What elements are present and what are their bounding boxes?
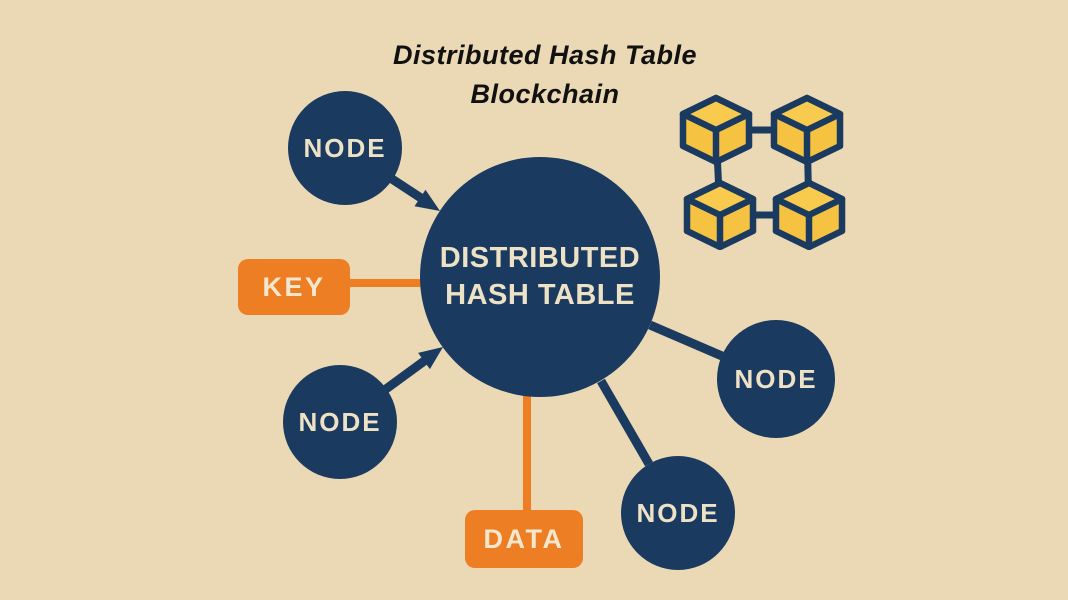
- arrowhead-bottom-left: [418, 347, 443, 370]
- blockchain-cubes-icon: [679, 94, 846, 250]
- diagram-title: Distributed Hash Table Blockchain: [150, 36, 940, 114]
- node-circle-bottom-left: NODE: [283, 365, 397, 479]
- node-circle-top-left: NODE: [288, 91, 402, 205]
- title-line-1: Distributed Hash Table: [392, 40, 698, 70]
- arrowhead-top-left: [414, 189, 440, 211]
- node-label: NODE: [636, 497, 720, 528]
- node-circle-bottom-right: NODE: [621, 456, 735, 570]
- node-circle-right: NODE: [717, 320, 835, 438]
- node-label: NODE: [303, 132, 387, 163]
- data-tag: DATA: [465, 510, 583, 568]
- central-dht-circle: DISTRIBUTED HASH TABLE: [420, 157, 660, 397]
- cube-icon: [679, 94, 753, 166]
- line-center-right-node: [648, 320, 724, 361]
- node-label: NODE: [298, 406, 382, 437]
- line-center-bottom-right-node: [597, 378, 653, 467]
- cube-icon: [770, 94, 844, 166]
- cube-icon: [683, 179, 757, 250]
- cube-icon: [772, 179, 846, 250]
- central-dht-label: DISTRIBUTED HASH TABLE: [439, 242, 641, 311]
- arrow-shaft-top-left: [389, 175, 427, 204]
- node-label: NODE: [734, 363, 818, 394]
- key-tag-label: KEY: [262, 271, 326, 302]
- data-tag-label: DATA: [483, 523, 565, 554]
- key-tag: KEY: [238, 259, 350, 315]
- title-line-2: Blockchain: [470, 79, 620, 109]
- arrow-shaft-bottom-left: [383, 355, 430, 393]
